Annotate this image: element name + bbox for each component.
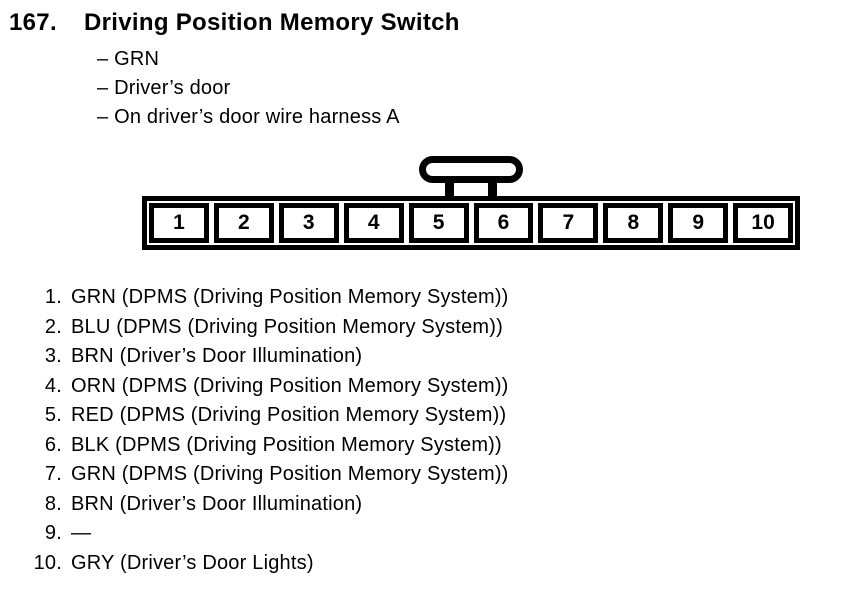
pin-item-number: 7.: [44, 463, 62, 486]
pin-item-description: BLU (DPMS (Driving Position Memory Syste…: [71, 315, 504, 338]
pin-cell-2: 2: [213, 203, 274, 243]
list-item: 9. —: [12, 519, 509, 549]
pin-cell-9: 9: [668, 203, 729, 243]
pin-item-description: GRY (Driver’s Door Lights): [71, 551, 314, 574]
pin-cell-1: 1: [149, 203, 209, 243]
pin-cell-10: 10: [733, 203, 794, 243]
pin-item-description: RED (DPMS (Driving Position Memory Syste…: [71, 404, 507, 427]
pin-description-list: 1. GRN (DPMS (Driving Position Memory Sy…: [12, 283, 509, 578]
entry-details: – GRN – Driver’s door – On driver’s door…: [97, 45, 400, 132]
connector-lock-tab-icon: [419, 156, 523, 200]
pin-item-description: GRN (DPMS (Driving Position Memory Syste…: [71, 463, 509, 486]
pin-cell-8: 8: [603, 203, 664, 243]
list-item: 4. ORN (DPMS (Driving Position Memory Sy…: [12, 372, 509, 402]
pin-item-description: BRN (Driver’s Door Illumination): [71, 492, 363, 515]
pin-cell-4: 4: [343, 203, 404, 243]
connector-body: 1 2 3 4 5 6 7 8 9 10: [142, 196, 800, 250]
pin-item-description: ORN (DPMS (Driving Position Memory Syste…: [71, 374, 509, 397]
list-item: 2. BLU (DPMS (Driving Position Memory Sy…: [12, 313, 509, 343]
pin-item-number: 2.: [44, 315, 62, 338]
entry-title: Driving Position Memory Switch: [84, 9, 460, 36]
pin-item-number: 8.: [44, 492, 62, 515]
pin-item-number: 6.: [44, 433, 62, 456]
list-item: 8. BRN (Driver’s Door Illumination): [12, 490, 509, 520]
pin-item-number: 3.: [44, 345, 62, 368]
list-item: 7. GRN (DPMS (Driving Position Memory Sy…: [12, 460, 509, 490]
detail-line-location: – Driver’s door: [97, 77, 231, 99]
pin-item-number: 9.: [44, 522, 62, 545]
pin-item-number: 1.: [44, 286, 62, 309]
pin-cell-6: 6: [473, 203, 534, 243]
pin-item-number: 10.: [33, 551, 62, 574]
list-item: 6. BLK (DPMS (Driving Position Memory Sy…: [12, 431, 509, 461]
list-item: 5. RED (DPMS (Driving Position Memory Sy…: [12, 401, 509, 431]
pin-cell-7: 7: [538, 203, 599, 243]
pin-item-description: —: [71, 522, 92, 545]
pin-cell-3: 3: [278, 203, 339, 243]
list-item: 1. GRN (DPMS (Driving Position Memory Sy…: [12, 283, 509, 313]
list-item: 10. GRY (Driver’s Door Lights): [12, 549, 509, 579]
pin-item-number: 4.: [44, 374, 62, 397]
entry-number: 167.: [9, 9, 57, 36]
pin-item-description: GRN (DPMS (Driving Position Memory Syste…: [71, 286, 509, 309]
detail-line-wire-color: – GRN: [97, 48, 160, 70]
pin-item-description: BRN (Driver’s Door Illumination): [71, 345, 363, 368]
pin-item-number: 5.: [44, 404, 62, 427]
connector-diagram: 1 2 3 4 5 6 7 8 9 10: [142, 156, 800, 250]
pin-item-description: BLK (DPMS (Driving Position Memory Syste…: [71, 433, 502, 456]
pin-cell-5: 5: [408, 203, 469, 243]
list-item: 3. BRN (Driver’s Door Illumination): [12, 342, 509, 372]
detail-line-harness: – On driver’s door wire harness A: [97, 106, 400, 128]
